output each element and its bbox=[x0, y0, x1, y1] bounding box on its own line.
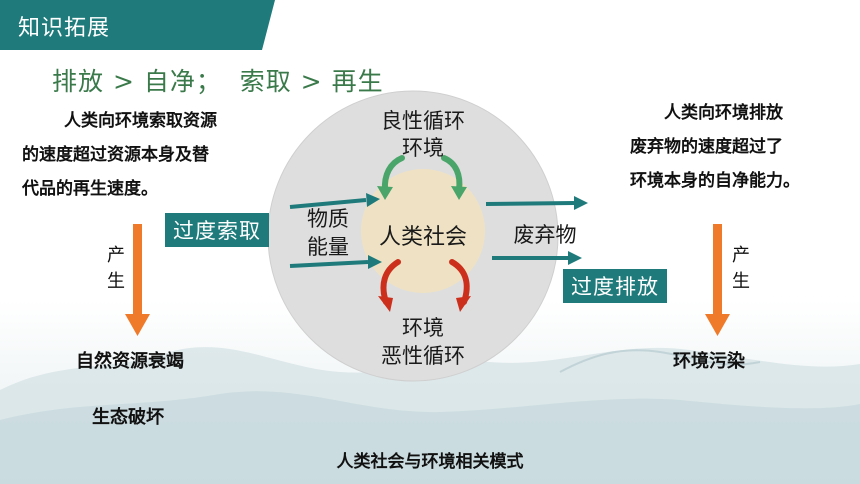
right-produce-arrow bbox=[705, 224, 730, 336]
benign-cycle-line: 良性循环 bbox=[381, 109, 465, 133]
left-description-line: 的速度超过资源本身及替 bbox=[22, 145, 209, 165]
left-produce-arrow bbox=[125, 224, 150, 336]
header-band bbox=[0, 0, 275, 50]
right-description-line: 废弃物的速度超过了 bbox=[630, 137, 783, 157]
right-description: 人类向环境排放 废弃物的速度超过了 环境本身的自净能力。 bbox=[630, 96, 800, 198]
produce-char: 生 bbox=[107, 271, 125, 292]
left-description-line: 代品的再生速度。 bbox=[22, 179, 158, 199]
input-line: 物质 bbox=[307, 207, 349, 231]
society-label: 人类社会 bbox=[378, 225, 467, 250]
vicious-cycle-line: 环境 bbox=[402, 316, 444, 340]
result-ecological-damage: 生态破坏 bbox=[92, 407, 164, 428]
right-description-line: 环境本身的自净能力。 bbox=[630, 171, 800, 191]
input-arrow-upper bbox=[289, 198, 367, 209]
right-produce-label: 产 生 bbox=[731, 243, 751, 295]
waste-label: 废弃物 bbox=[513, 223, 577, 247]
diagram-caption: 人类社会与环境相关模式 bbox=[336, 452, 524, 472]
benign-cycle-line: 环境 bbox=[402, 136, 444, 160]
output-arrow-upper bbox=[485, 201, 575, 206]
benign-cycle-label: 良性循环 环境 bbox=[368, 108, 478, 162]
over-extraction-tag: 过度索取 bbox=[165, 213, 269, 247]
right-description-line: 人类向环境排放 bbox=[664, 103, 783, 123]
left-description-line: 人类向环境索取资源 bbox=[64, 111, 217, 131]
input-line: 能量 bbox=[307, 235, 349, 259]
produce-char: 产 bbox=[732, 245, 750, 266]
produce-char: 生 bbox=[732, 271, 750, 292]
subtitle: 排放 > 自净； 索取 > 再生 bbox=[52, 67, 384, 96]
result-resource-depletion: 自然资源衰竭 bbox=[76, 351, 184, 372]
input-arrow-lower bbox=[289, 260, 369, 268]
vicious-cycle-label: 环境 恶性循环 bbox=[368, 314, 478, 370]
benign-cycle-arrows bbox=[381, 155, 463, 193]
produce-char: 产 bbox=[107, 245, 125, 266]
left-description: 人类向环境索取资源 的速度超过资源本身及替 代品的再生速度。 bbox=[22, 104, 217, 206]
page-title: 知识拓展 bbox=[18, 16, 111, 41]
left-produce-label: 产 生 bbox=[106, 243, 126, 295]
result-pollution: 环境污染 bbox=[673, 351, 745, 372]
vicious-cycle-line: 恶性循环 bbox=[381, 344, 465, 368]
over-discharge-tag: 过度排放 bbox=[563, 269, 667, 303]
material-energy-label: 物质 能量 bbox=[300, 205, 356, 261]
